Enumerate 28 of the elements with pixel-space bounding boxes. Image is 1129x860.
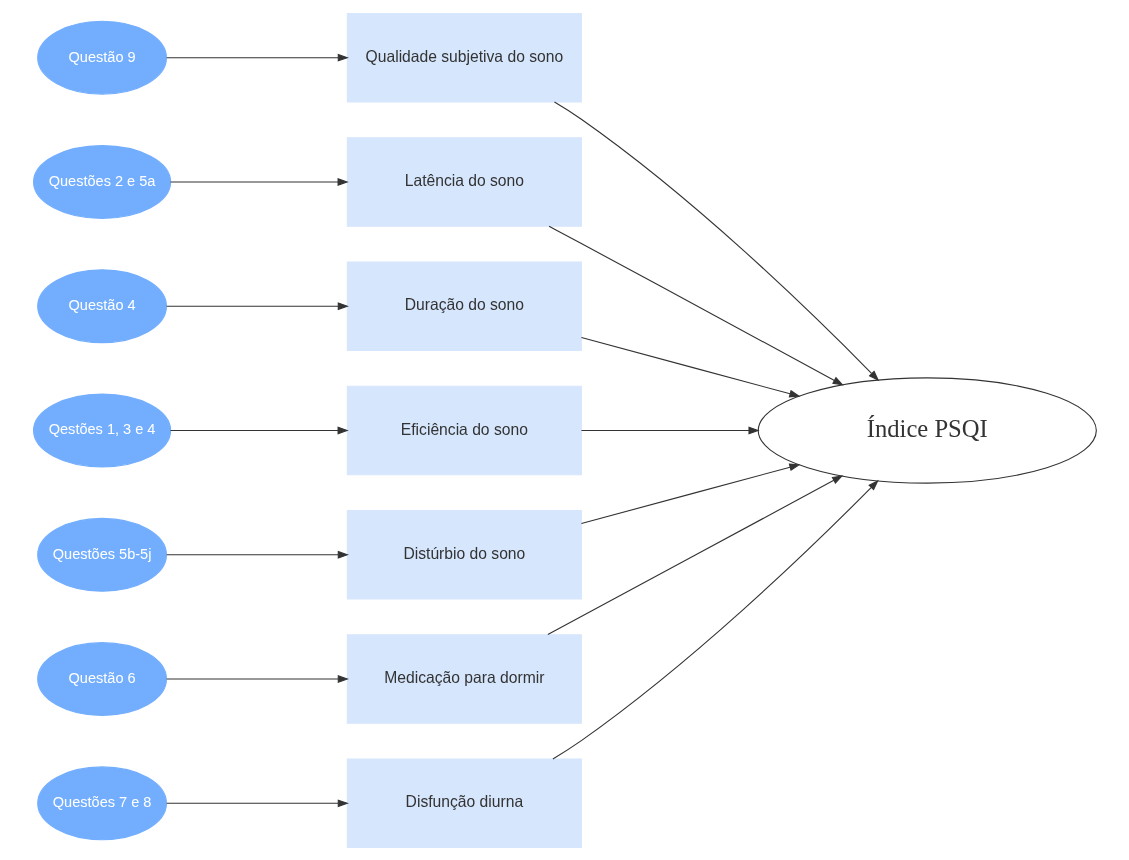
node-ellipse: Questões 2 e 5a xyxy=(32,144,171,219)
node-ellipse: Questões 7 e 8 xyxy=(36,765,167,840)
node-ellipse: Qestões 1, 3 e 4 xyxy=(32,393,171,467)
node-box: Distúrbio do sono xyxy=(346,509,582,600)
arrow xyxy=(165,301,349,310)
node-box: Medicação para dormir xyxy=(346,633,582,724)
arrow xyxy=(165,53,349,62)
arrow xyxy=(551,479,879,759)
arrow xyxy=(165,798,349,807)
arrow xyxy=(553,101,879,381)
arrow xyxy=(165,674,349,683)
node-ellipse: Questão 6 xyxy=(36,641,167,716)
node-ellipse: Questão 9 xyxy=(36,20,167,95)
node-ellipse: Questão 4 xyxy=(36,268,167,343)
arrow xyxy=(546,474,843,635)
arrow xyxy=(548,225,844,386)
arrow xyxy=(580,463,800,524)
arrow xyxy=(580,426,760,434)
node-box: Qualidade subjetiva do sono xyxy=(346,12,582,102)
node-box: Duração do sono xyxy=(346,260,582,351)
arrow xyxy=(580,336,800,397)
node-box: Disfunção diurna xyxy=(346,758,582,848)
node-ellipse: Questões 5b-5j xyxy=(36,517,167,592)
node-box: Eficiência do sono xyxy=(346,385,582,475)
arrow xyxy=(169,426,349,434)
node-box: Latência do sono xyxy=(346,136,582,227)
arrow xyxy=(169,177,349,186)
arrow xyxy=(165,550,349,559)
